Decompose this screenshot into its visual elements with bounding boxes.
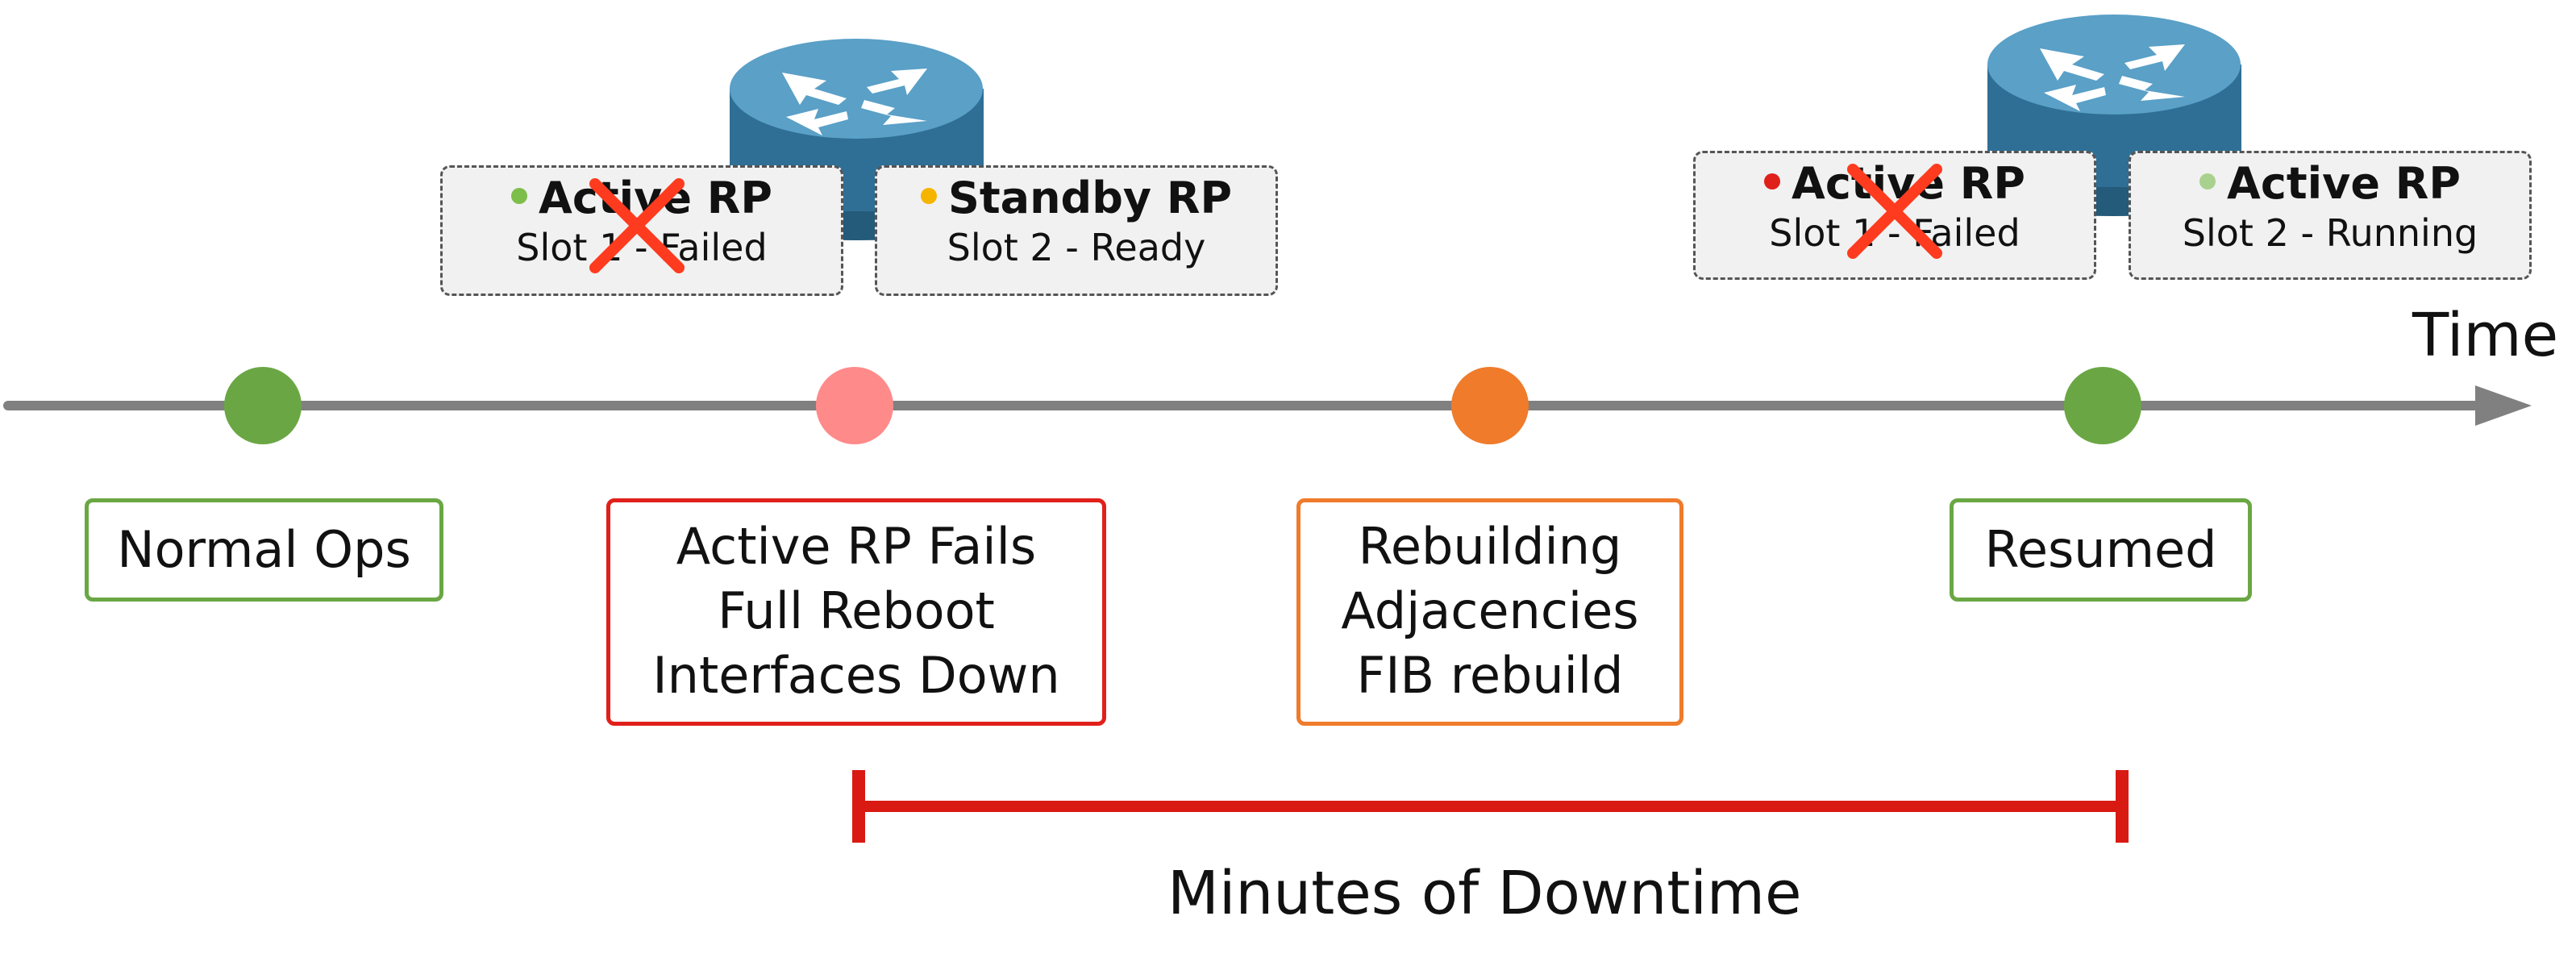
rp-card-left-slot1: Active RP Slot 1 - Failed — [440, 165, 843, 296]
event-marker-rebuilding — [1451, 367, 1529, 444]
rp-card-title: Standby RP — [877, 173, 1276, 224]
router-icon — [730, 39, 984, 240]
event-marker-resumed — [2064, 367, 2141, 444]
event-label-line: Normal Ops — [117, 520, 411, 579]
event-label-resumed: Resumed — [1950, 498, 2252, 602]
failed-x-icon — [1847, 164, 1942, 259]
time-axis-label: Time — [2412, 301, 2559, 370]
event-label-line: Adjacencies — [1341, 581, 1639, 640]
event-label-line: Interfaces Down — [652, 646, 1060, 705]
status-dot — [920, 188, 937, 205]
event-label-rebuilding: Rebuilding Adjacencies FIB rebuild — [1296, 498, 1683, 726]
downtime-label: Minutes of Downtime — [1167, 859, 1802, 928]
status-dot — [1764, 173, 1781, 190]
status-dot — [511, 188, 528, 205]
rp-card-left-slot2: Standby RP Slot 2 - Ready — [875, 165, 1278, 296]
event-marker-active-rp-fails — [816, 367, 893, 444]
failed-x-icon — [589, 178, 685, 273]
event-label-active-rp-fails: Active RP Fails Full Reboot Interfaces D… — [606, 498, 1106, 726]
event-label-line: Resumed — [1984, 520, 2217, 579]
rp-card-right-slot2: Active RP Slot 2 - Running — [2129, 151, 2532, 280]
time-axis-arrowhead — [2475, 385, 2532, 426]
rp-card-subtitle: Slot 2 - Running — [2182, 211, 2478, 255]
event-label-line: Full Reboot — [718, 581, 995, 640]
event-label-line: Rebuilding — [1358, 517, 1622, 576]
event-marker-normal-ops — [224, 367, 302, 444]
event-label-line: FIB rebuild — [1356, 646, 1624, 705]
event-label-line: Active RP Fails — [676, 517, 1037, 576]
rp-card-subtitle: Slot 2 - Ready — [947, 226, 1206, 269]
status-dot — [2199, 173, 2216, 190]
event-label-normal-ops: Normal Ops — [85, 498, 443, 602]
rp-card-title: Active RP — [2131, 158, 2529, 210]
downtime-bracket — [852, 770, 2129, 843]
